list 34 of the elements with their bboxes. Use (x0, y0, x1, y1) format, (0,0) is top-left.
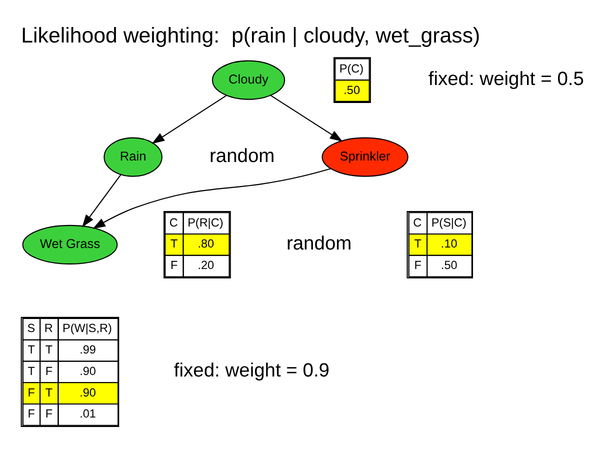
label: .50 (344, 84, 360, 97)
label: F (45, 408, 53, 421)
diagram-title: Likelihood weighting: p(rain | cloudy, wet_grass) (21, 24, 480, 48)
label: random (286, 233, 352, 254)
label: .90 (80, 386, 96, 400)
label: T (28, 344, 35, 357)
label: .01 (80, 408, 96, 421)
label: T (414, 238, 422, 251)
label: F (170, 259, 178, 272)
label: random (209, 146, 275, 167)
label: T (170, 238, 178, 251)
label: .90 (80, 364, 96, 378)
label: .10 (440, 238, 458, 251)
label: P(R|C) (188, 216, 224, 230)
label: fixed: weight = 0.9 (174, 360, 330, 382)
label: .80 (198, 238, 214, 251)
label: S (27, 322, 36, 336)
label: F (414, 259, 422, 272)
label: F (28, 408, 35, 421)
label: F (45, 364, 53, 378)
label: R (44, 322, 53, 336)
label: P(C) (339, 62, 364, 76)
label: .99 (80, 344, 96, 357)
label: .50 (440, 259, 458, 272)
label: C (413, 216, 422, 230)
label: fixed: weight = 0.5 (428, 68, 584, 90)
label: T (45, 344, 53, 357)
label: P(W|S,R) (62, 322, 112, 336)
label: F (28, 386, 35, 400)
label: .20 (198, 259, 214, 272)
label: T (45, 386, 53, 400)
label: C (169, 216, 178, 230)
label: T (28, 364, 35, 378)
label: P(S|C) (431, 216, 466, 230)
